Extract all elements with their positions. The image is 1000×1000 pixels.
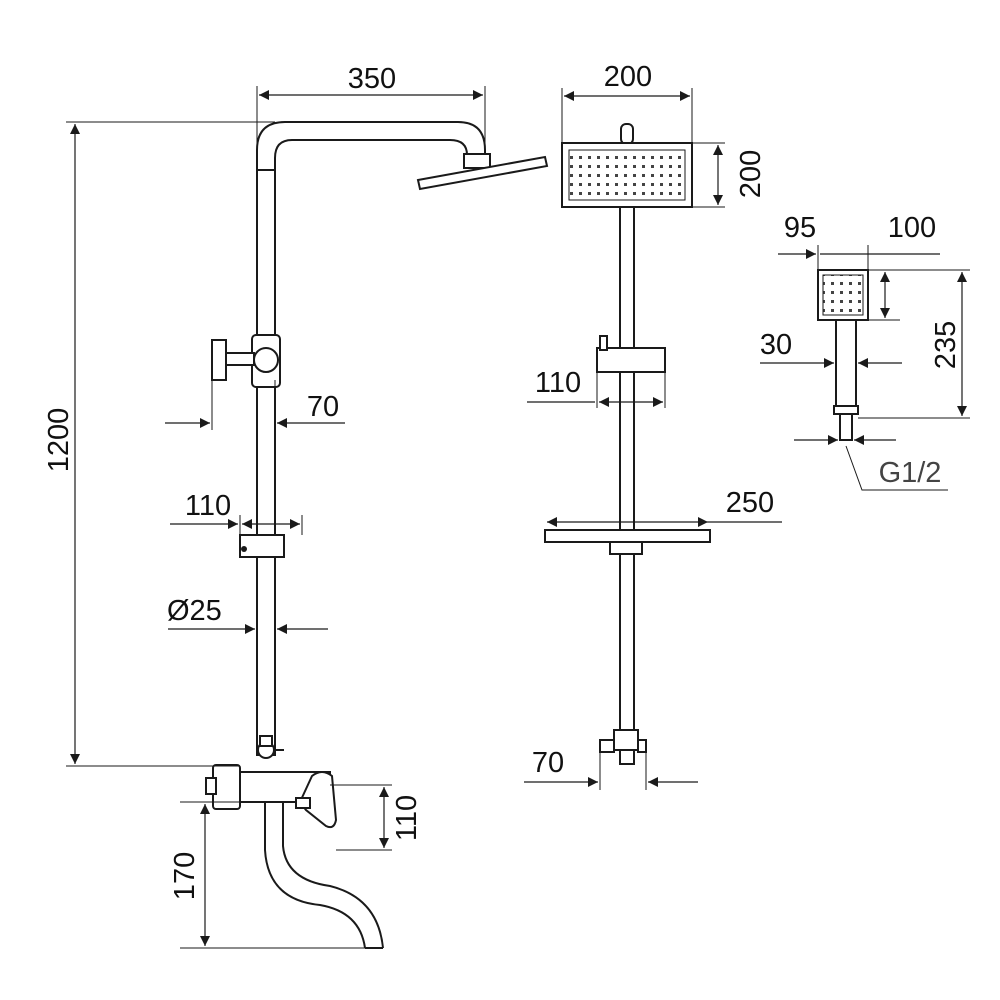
front-bottom-outlet (619, 749, 635, 765)
dim-label-slider-width: 110 (185, 490, 231, 522)
front-view (544, 123, 711, 765)
hand-shower-thread (839, 413, 853, 441)
dim-label-thread: G1/2 (879, 457, 942, 489)
dim-label-head-width: 200 (604, 61, 652, 93)
dim-label-hand-head-height: 100 (888, 212, 936, 244)
mixer-eccentric (205, 777, 217, 795)
diverter-ring (253, 347, 279, 373)
slider-holder (239, 534, 285, 558)
dim-label-mixer-height: 110 (391, 795, 423, 841)
hand-shower-view (817, 269, 869, 441)
dim-label-spout-height: 170 (169, 852, 201, 900)
shower-head-nozzles (568, 149, 686, 201)
hand-shower-handle (835, 319, 857, 409)
mixer-lever-base (295, 797, 311, 809)
front-bottom-right (637, 739, 647, 753)
diverter-stem (225, 352, 255, 366)
dim-label-holder-width: 110 (535, 367, 581, 399)
side-dimensions: 350 1200 70 110 Ø25 170 110 (43, 63, 486, 949)
front-shelf (544, 529, 711, 543)
front-bottom-body (613, 729, 639, 751)
holder-screw (241, 546, 247, 552)
front-dimensions: 200 200 110 250 70 (524, 61, 782, 790)
hand-shower-nozzles (822, 274, 864, 316)
front-bottom-left (599, 739, 615, 753)
spout-inner (282, 802, 384, 949)
bottom-collar (259, 735, 273, 747)
side-view (205, 121, 549, 949)
head-connector (463, 153, 491, 169)
thread-leader (845, 445, 948, 491)
front-riser (619, 206, 635, 733)
shower-head-side (416, 155, 549, 191)
arm-inner (274, 139, 468, 172)
spout-outer (264, 802, 366, 949)
arm-outer (256, 121, 486, 172)
dim-label-knob-reach: 70 (307, 391, 339, 423)
hand-shower-collar (833, 405, 859, 415)
dim-label-head-height: 200 (735, 150, 767, 198)
mixer-lever (298, 771, 338, 829)
front-shelf-clamp (609, 541, 643, 555)
dim-label-pipe-diameter: Ø25 (167, 595, 222, 627)
dim-label-shelf-width: 250 (726, 487, 774, 519)
dim-label-bottom-offset: 70 (532, 747, 564, 779)
diverter-knob (211, 339, 227, 381)
front-holder-clip (599, 335, 608, 351)
dim-label-arm-length: 350 (348, 63, 396, 95)
riser-pipe (256, 169, 276, 756)
dim-label-hand-length: 235 (930, 321, 962, 369)
dim-label-hand-head-width: 95 (784, 212, 816, 244)
dim-label-handle-width: 30 (760, 329, 792, 361)
front-holder (596, 347, 666, 373)
head-top-stub (620, 123, 634, 145)
hand-shower-dimensions: 95 100 30 235 G1/2 (760, 212, 970, 491)
dim-label-total-height: 1200 (43, 408, 75, 473)
